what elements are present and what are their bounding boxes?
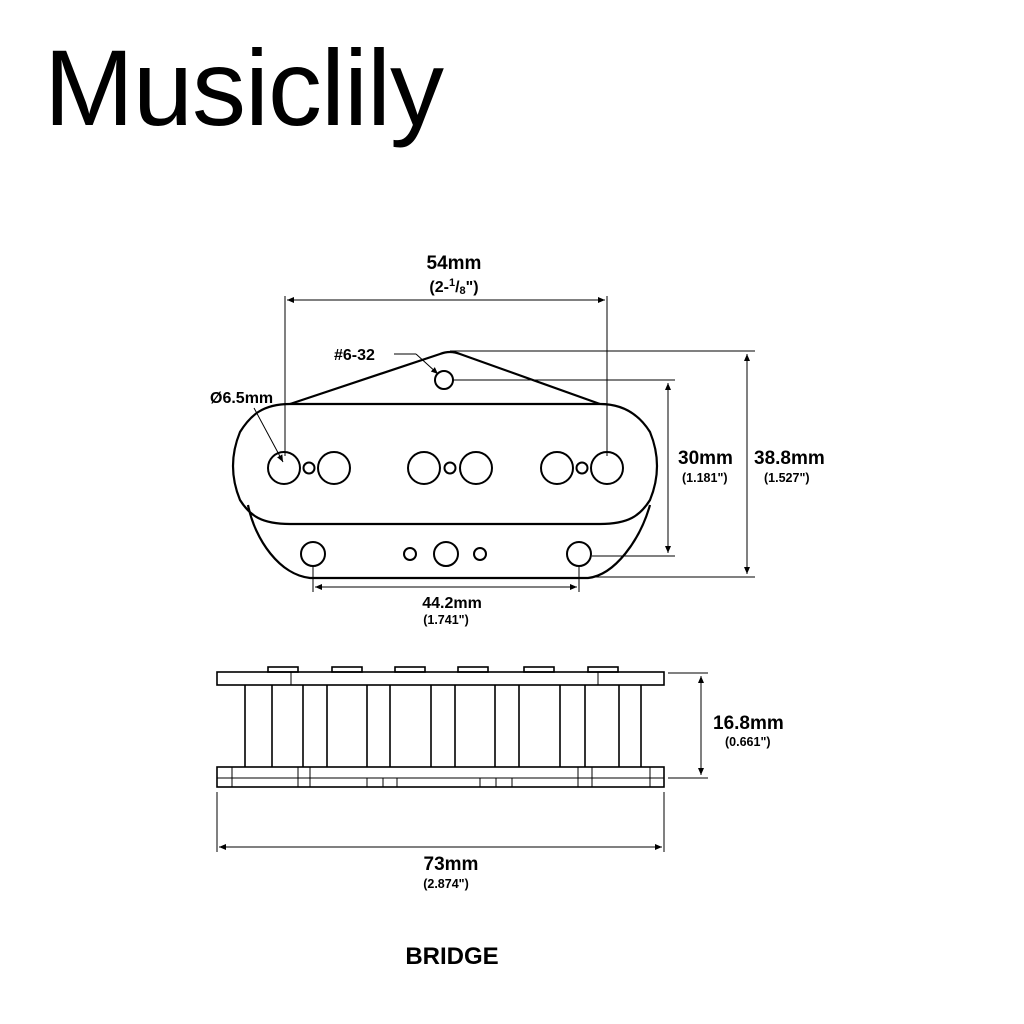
pole-piece bbox=[590, 451, 624, 485]
top-flange bbox=[216, 671, 665, 686]
mount-spacing-dimension: 44.2mm (1.741") bbox=[312, 566, 580, 627]
mount-spacing-value: 44.2mm bbox=[422, 595, 482, 612]
side-height-imperial: (0.661") bbox=[725, 735, 771, 749]
total-height-imperial: (1.527") bbox=[764, 471, 810, 485]
center-pin bbox=[302, 461, 316, 475]
total-height-dimension: 38.8mm (1.527") bbox=[450, 350, 825, 578]
width-value: 54mm bbox=[427, 253, 482, 274]
mounting-hole bbox=[433, 541, 459, 567]
side-height-value: 16.8mm bbox=[713, 713, 784, 734]
pole-diameter-label: Ø6.5mm bbox=[210, 390, 273, 407]
diagram-caption: BRIDGE bbox=[405, 943, 498, 970]
mounting-hole bbox=[300, 541, 326, 567]
pole-tops bbox=[267, 666, 619, 673]
pole-piece bbox=[317, 451, 351, 485]
side-length-imperial: (2.874") bbox=[423, 877, 469, 891]
total-height-value: 38.8mm bbox=[754, 448, 825, 469]
pole-piece bbox=[267, 451, 301, 485]
mounting-holes bbox=[300, 541, 592, 567]
pole-diameter-callout: Ø6.5mm bbox=[210, 390, 284, 463]
mounting-hole bbox=[566, 541, 592, 567]
side-length-value: 73mm bbox=[424, 854, 479, 875]
inner-height-imperial: (1.181") bbox=[682, 471, 728, 485]
pickup-top-view: 54mm (2-1/8") #6-32 Ø6.5mm 30mm (1.181") bbox=[210, 253, 825, 627]
coil-body-outline bbox=[231, 402, 659, 526]
brand-logo: Musiclily bbox=[44, 27, 444, 148]
small-hole bbox=[473, 547, 487, 561]
screw-label: #6-32 bbox=[334, 347, 375, 364]
pole-piece bbox=[459, 451, 493, 485]
side-height-dimension: 16.8mm (0.661") bbox=[668, 672, 784, 779]
width-dimension: 54mm (2-1/8") bbox=[284, 253, 608, 456]
width-imperial: (2-1/8") bbox=[429, 277, 478, 297]
pole-bodies bbox=[244, 685, 642, 767]
screw-callout: #6-32 bbox=[334, 347, 439, 375]
pickup-side-view: 16.8mm (0.661") 73mm (2.874") bbox=[216, 666, 784, 891]
baseplate-outline bbox=[246, 504, 652, 580]
inner-height-dimension: 30mm (1.181") bbox=[452, 379, 733, 557]
mount-spacing-imperial: (1.741") bbox=[423, 613, 469, 627]
small-hole bbox=[403, 547, 417, 561]
baseplate-ear bbox=[289, 350, 601, 406]
side-length-dimension: 73mm (2.874") bbox=[216, 792, 665, 891]
center-pin bbox=[575, 461, 589, 475]
inner-height-value: 30mm bbox=[678, 448, 733, 469]
bottom-plate bbox=[216, 766, 665, 788]
pole-piece bbox=[407, 451, 441, 485]
pole-piece bbox=[540, 451, 574, 485]
center-pin bbox=[443, 461, 457, 475]
pole-pieces bbox=[267, 451, 624, 485]
